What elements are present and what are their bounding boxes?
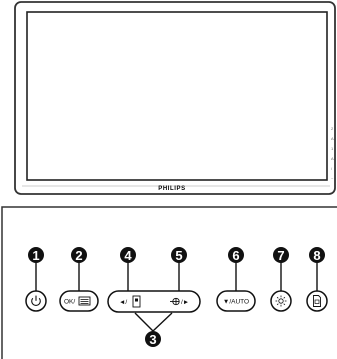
audio-icon: [170, 297, 180, 306]
callout-number: 8: [313, 248, 320, 263]
callout-number: 1: [32, 248, 39, 263]
callout-badge-2: [71, 247, 87, 263]
callout-badge-1: [28, 247, 44, 263]
input-left-button[interactable]: ◄/: [119, 295, 141, 308]
down-auto-label: ▼/AUTO: [223, 299, 249, 306]
callout-number: 6: [232, 248, 239, 263]
monitor-screen: [26, 11, 328, 181]
callouts: 1 2 4 5 6 7 8 3: [28, 247, 325, 347]
monitor: PHILIPS 2 A 1 A / ~: [14, 1, 336, 195]
callout-badge-5: [171, 247, 187, 263]
side-label: A: [331, 136, 334, 141]
side-label: A: [331, 156, 334, 161]
side-label: ~: [331, 176, 334, 181]
callout-number: 2: [75, 248, 82, 263]
side-button-labels: 2 A 1 A / ~: [331, 126, 334, 181]
sun-icon: [275, 295, 287, 307]
callout-badge-7: [273, 247, 289, 263]
menu-lines-icon: [78, 296, 91, 306]
side-label: 2: [331, 126, 334, 131]
right-label: /►: [181, 299, 189, 306]
side-label: 1: [331, 146, 334, 151]
callout-badge-3: [145, 331, 161, 347]
input-source-icon: [132, 295, 141, 308]
buttons: OK/ ◄/: [25, 290, 328, 313]
side-label: /: [331, 166, 333, 171]
ok-menu-button[interactable]: OK/: [59, 290, 99, 312]
left-input-label: ◄/: [119, 299, 127, 306]
ok-label: OK/: [64, 299, 75, 306]
callout-badge-4: [120, 247, 136, 263]
left-right-button-pair: ◄/ /►: [107, 290, 201, 313]
callout-number: 4: [124, 248, 132, 263]
power-icon: [31, 295, 41, 307]
power-button[interactable]: [25, 290, 47, 312]
brand-logo: PHILIPS: [158, 186, 186, 192]
brightness-button[interactable]: [270, 290, 292, 312]
callout-number: 7: [277, 248, 284, 263]
control-panel: [1, 206, 337, 359]
smartimage-icon: [313, 295, 321, 307]
callout-number: 5: [175, 248, 182, 263]
callout-badge-8: [309, 247, 325, 263]
callout-number: 3: [149, 332, 156, 347]
callout-badge-6: [228, 247, 244, 263]
smartimage-button[interactable]: [306, 290, 328, 312]
down-auto-button[interactable]: ▼/AUTO: [216, 290, 256, 312]
audio-right-button[interactable]: /►: [170, 297, 189, 306]
